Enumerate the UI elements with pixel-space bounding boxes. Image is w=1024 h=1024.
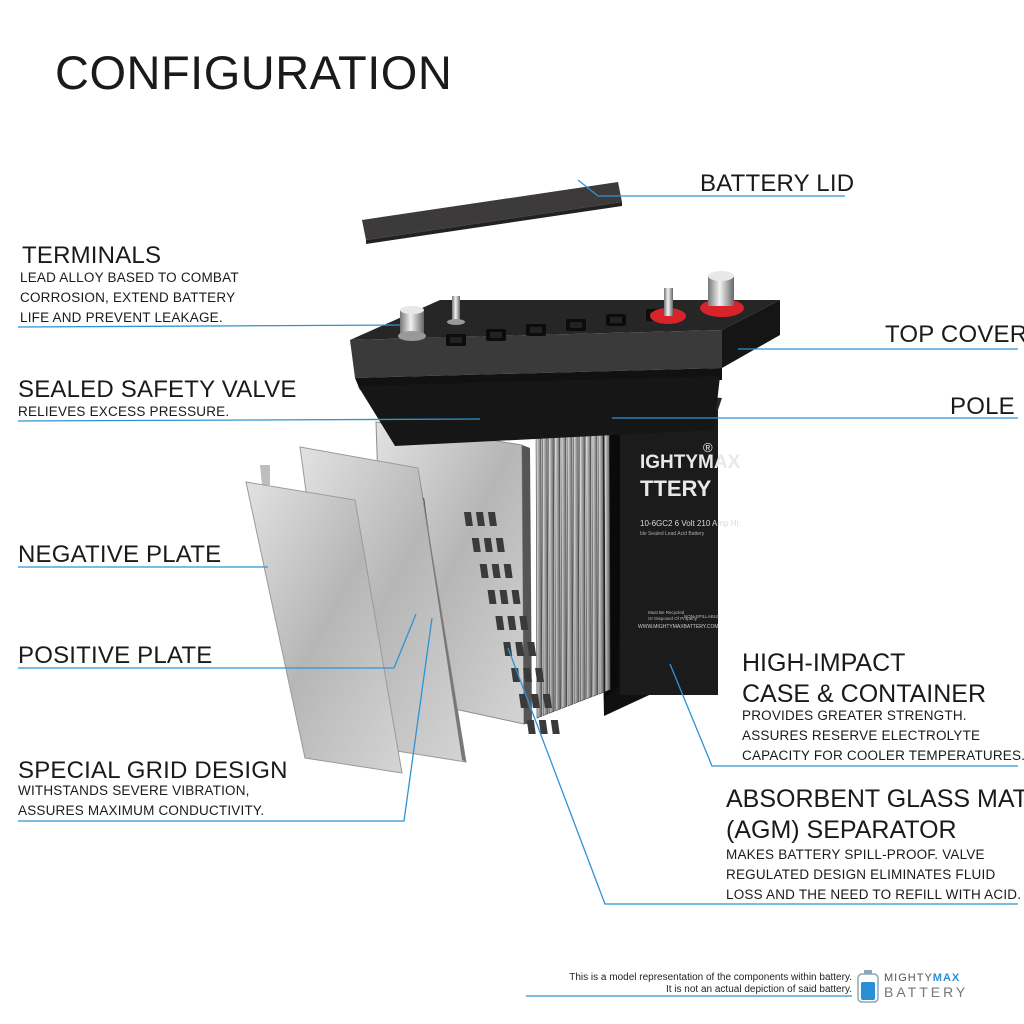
terminals-description: LEAD ALLOY BASED TO COMBAT CORROSION, EX… — [20, 270, 239, 325]
high-impact-label: HIGH-IMPACT CASE & CONTAINER — [742, 649, 987, 708]
battery-case-print: IGHTYMAX ® TTERY 10-6GC2 6 Volt 210 Amp … — [638, 440, 741, 630]
battery-lid — [362, 182, 622, 244]
sealed-valve-label: SEALED SAFETY VALVE — [18, 376, 297, 403]
leader-lines — [17, 179, 1018, 997]
plate-stack — [385, 408, 611, 719]
svg-text:®: ® — [703, 440, 713, 455]
negative-plate-shape — [245, 465, 403, 774]
battery-case — [598, 392, 722, 716]
mightymax-logo-icon — [857, 970, 879, 1003]
pole-label: POLE — [950, 393, 1015, 420]
svg-text:ble Sealed Lead Acid Battery: ble Sealed Lead Acid Battery — [640, 531, 705, 537]
footer-disclaimer: This is a model representation of the co… — [569, 972, 852, 995]
agm-separator-label: ABSORBENT GLASS MAT (AGM) SEPARATOR — [726, 785, 1024, 844]
svg-text:TTERY: TTERY — [640, 476, 712, 501]
agm-separator-description: MAKES BATTERY SPILL-PROOF. VALVE REGULAT… — [726, 847, 1022, 902]
terminals — [398, 271, 744, 341]
page-title: CONFIGURATION — [55, 46, 453, 99]
terminals-label: TERMINALS — [22, 242, 162, 269]
battery-lid-label: BATTERY LID — [700, 170, 855, 197]
svg-text:Or Disposed Of Properly: Or Disposed Of Properly — [648, 616, 698, 621]
negative-plate-label: NEGATIVE PLATE — [18, 541, 222, 568]
sealed-valve-description: RELIEVES EXCESS PRESSURE. — [18, 404, 230, 419]
svg-text:NON-SPILLABLE: NON-SPILLABLE — [684, 614, 719, 619]
grid-design-description: WITHSTANDS SEVERE VIBRATION, ASSURES MAX… — [18, 783, 265, 818]
grid-design-label: SPECIAL GRID DESIGN — [18, 757, 288, 784]
mightymax-logo: MIGHTYMAX BATTERY — [884, 972, 969, 1000]
high-impact-description: PROVIDES GREATER STRENGTH. ASSURES RESER… — [742, 708, 1024, 763]
svg-text:IGHTYMAX: IGHTYMAX — [640, 452, 741, 473]
top-cover-label: TOP COVER — [885, 321, 1024, 348]
svg-text:Must Be Recycled: Must Be Recycled — [648, 610, 685, 615]
positive-plate-label: POSITIVE PLATE — [18, 642, 213, 669]
svg-text:10-6GC2 6 Volt 210 Amp Hr.: 10-6GC2 6 Volt 210 Amp Hr. — [640, 519, 741, 528]
svg-text:WWW.MIGHTYMAXBATTERY.COM: WWW.MIGHTYMAXBATTERY.COM — [638, 624, 719, 630]
